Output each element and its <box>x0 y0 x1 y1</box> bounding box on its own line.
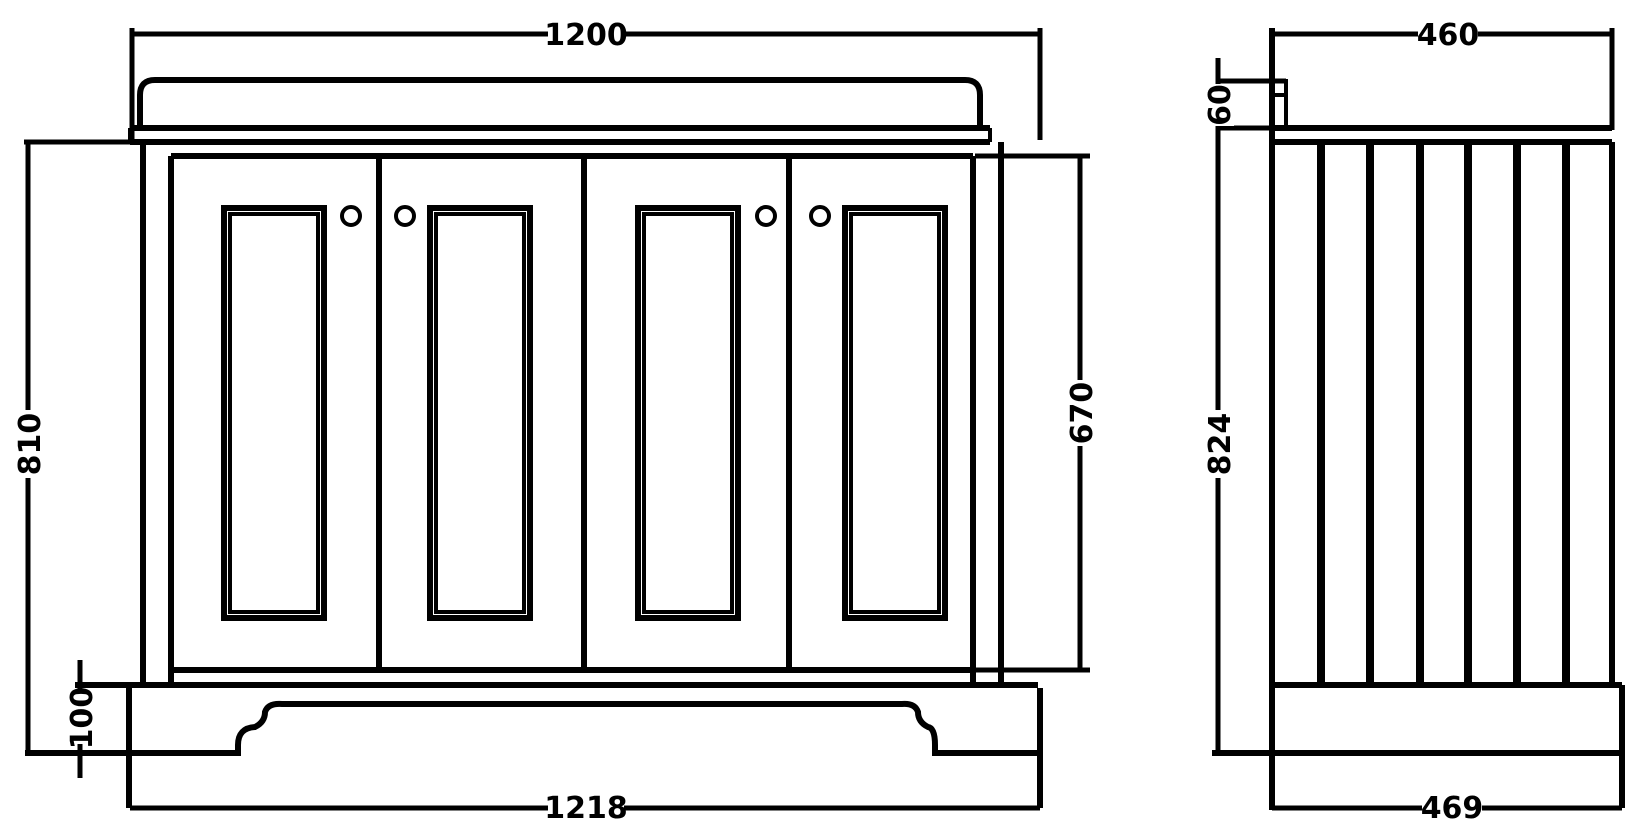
door-4[interactable] <box>809 205 948 621</box>
door-panel-outer <box>635 205 741 621</box>
door-knob[interactable] <box>809 205 831 227</box>
door-2[interactable] <box>394 205 533 621</box>
dim-label-overall-height-side: 824 <box>1203 413 1238 476</box>
side-view <box>1212 28 1625 810</box>
door-knob[interactable] <box>755 205 777 227</box>
door-knob[interactable] <box>340 205 362 227</box>
dim-label-bottom-width: 1218 <box>544 791 628 826</box>
door-panel-inner <box>849 212 941 614</box>
door-panel-inner <box>642 212 734 614</box>
door-panel-outer <box>221 205 327 621</box>
plinth-cutout <box>25 700 1040 756</box>
door-3[interactable] <box>635 205 777 621</box>
side-slats <box>1317 142 1570 685</box>
dim-label-plinth-height: 100 <box>65 687 100 750</box>
worktop-upstand <box>137 77 983 128</box>
door-panel-inner <box>228 212 320 614</box>
door-panel-inner <box>434 212 526 614</box>
side-dimensions: 460 469 60 824 <box>1203 18 1622 826</box>
door-panel-outer <box>427 205 533 621</box>
dim-label-top-width: 1200 <box>544 18 628 53</box>
front-view <box>25 77 1043 808</box>
dim-label-top-depth: 460 <box>1417 18 1480 53</box>
front-dimensions: 1200 1218 810 100 670 <box>13 18 1100 826</box>
door-1[interactable] <box>221 205 362 621</box>
dim-label-bottom-depth: 469 <box>1421 791 1484 826</box>
door-panel-outer <box>842 205 948 621</box>
dim-label-door-height: 670 <box>1065 382 1100 445</box>
door-knob[interactable] <box>394 205 416 227</box>
dim-label-upstand-height: 60 <box>1203 84 1238 126</box>
dim-label-overall-height: 810 <box>13 413 48 476</box>
